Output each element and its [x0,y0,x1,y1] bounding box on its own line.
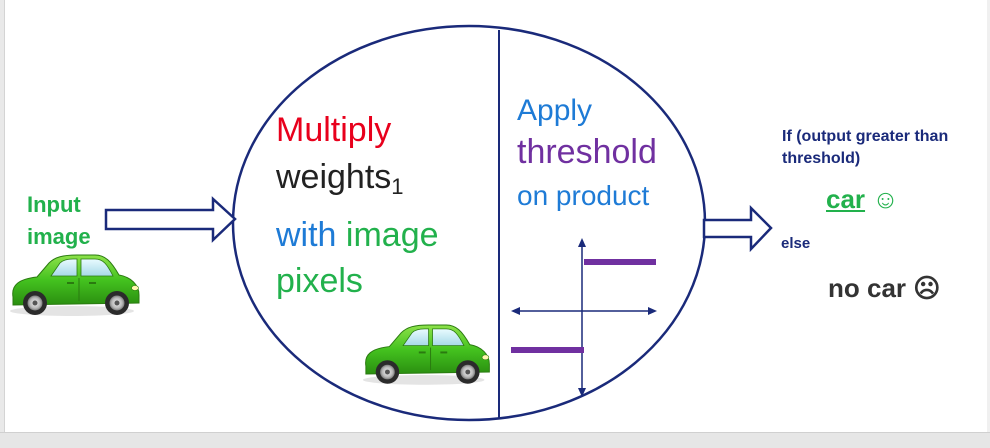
right-edge [987,0,990,432]
threshold-label: threshold [517,133,657,171]
car-result: car ☺ [826,184,899,214]
on-product-label: on product [517,180,650,211]
pixels-label: pixels [276,262,363,300]
apply-label: Apply [517,94,593,127]
with-image-label: with image [276,216,439,254]
car-icon [362,324,490,386]
step-function-icon [511,238,657,397]
smiley-icon: ☺ [872,184,899,214]
no-car-result: no car ☹ [828,273,941,303]
arrow-right-icon [702,204,773,253]
left-edge [0,0,5,432]
arrow-right-icon [104,196,237,243]
bottom-scrollbar[interactable] [0,432,990,448]
frown-icon: ☹ [913,273,941,303]
diagram-canvas [9,24,773,422]
car-icon [9,254,140,317]
else-label: else [781,235,811,252]
multiply-word: Multiply [276,111,392,149]
weights-label: weights1 [276,158,404,199]
